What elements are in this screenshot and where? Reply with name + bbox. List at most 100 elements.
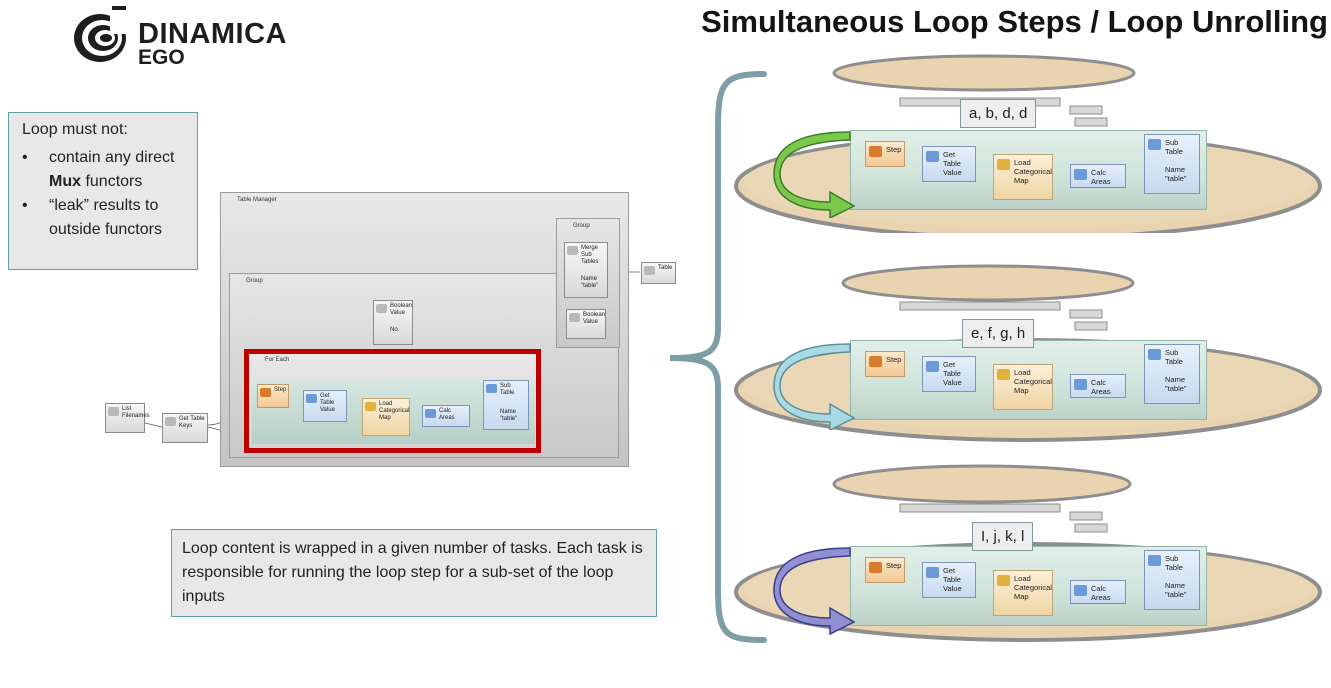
merge-name-key: Name [581,276,598,282]
merge-label-line1: Merge [581,245,599,251]
slide-title: Simultaneous Loop Steps / Loop Unrolling [701,4,1328,39]
constraint-text: “leak” results to outside functors [49,197,162,238]
gtv-label-line2: Value [320,407,335,413]
task-lcm-line3: Map [1014,386,1029,395]
group-right-title: Group [573,223,590,229]
task-gtv-line2: Value [943,168,962,177]
task-sub-table-label: Sub Table [1165,554,1183,572]
loop-tasks-text: Loop content is wrapped in a given numbe… [182,540,643,605]
task-gtv-line1: Get Table [943,566,961,584]
task-sub-table-name-key: Name [1165,165,1186,174]
task-lcm-line3: Map [1014,176,1029,185]
step-icon [869,356,882,367]
table-icon [644,266,655,275]
cube-icon [1074,585,1087,596]
cube-icon [1148,349,1161,360]
sub-table-node[interactable]: Sub Table Name"table" [483,380,529,430]
lcm-label-line3: Map [379,415,391,421]
task-sub-table-label: Sub Table [1165,348,1183,366]
task-calc-areas-node[interactable]: Calc Areas [1070,374,1126,398]
sub-table-label: Sub Table [500,383,515,396]
task-lcm-line2: Categorical [1014,167,1052,176]
task-lcm-line1: Load [1014,574,1031,583]
logo-word-dinamica: DINAMICA [138,18,287,50]
cube-icon [1148,139,1161,150]
boolean2-label-line2: Value [583,319,598,325]
task-step-node[interactable]: Step [865,351,905,377]
cube-icon [425,409,436,418]
sub-table-name-label: Name"table" [500,409,526,423]
task-calc-areas-node[interactable]: Calc Areas [1070,164,1126,188]
task-step-label: Step [886,355,902,364]
task-calc-areas-label: Calc Areas [1091,168,1111,186]
step-icon [869,146,882,157]
task-sub-table-name-key: Name [1165,375,1186,384]
for-each-title: For Each [265,357,290,363]
curly-brace [669,71,767,643]
table-output-node[interactable]: Table [641,262,676,284]
cube-icon [1074,379,1087,390]
task-lcm-line3: Map [1014,592,1029,601]
list-icon [108,407,119,416]
folder-icon [997,575,1010,586]
constraint-text-suffix: functors [81,173,143,190]
sub-table-name-value: "table" [500,416,518,422]
task-sub-table-name-value: "table" [1165,174,1187,183]
table-manager-title: Table Manager [237,197,277,203]
calc-areas-node[interactable]: Calc Areas [422,405,470,427]
loop-constraints-note: Loop must not: contain any direct Mux fu… [8,112,198,270]
lcm-label-line2: Categorical [379,408,410,414]
folder-icon [365,402,376,411]
step-node[interactable]: Step [257,384,289,408]
task-lcm-line2: Categorical [1014,377,1052,386]
boolean-icon [376,304,387,313]
task-sub-table-label: Sub Table [1165,138,1183,156]
constraint-bold-text: Mux [49,173,81,190]
merge-name-label: Name"table" [581,276,605,290]
task-step-node[interactable]: Step [865,141,905,167]
task-inputs-label: a, b, d, d [960,99,1037,128]
lcm-label-line1: Load [379,401,393,407]
keys-label-line2: Keys [179,423,193,429]
folder-icon [997,159,1010,170]
cube-icon [926,361,939,372]
sub-table-name-key: Name [500,409,517,415]
keys-label-line1: Get Table [179,416,205,422]
group-title: Group [246,278,263,284]
task-sub-table-name-value: "table" [1165,384,1187,393]
list-label-line2: Filenames [122,413,150,419]
loop-arrow-icon [773,547,856,636]
table-output-label: Table [658,265,673,271]
loop-arrow-icon [773,343,856,430]
task-sub-table-name-key: Name [1165,581,1186,590]
boolean-no-value: No [390,327,398,333]
task-step-node[interactable]: Step [865,557,905,583]
dinamica-ego-logo: DINAMICA EGO [72,4,312,70]
task-calc-areas-label: Calc Areas [1091,584,1111,602]
constraint-text: contain any direct [49,149,175,166]
task-lcm-line2: Categorical [1014,583,1052,592]
constraint-item: contain any direct Mux functors [19,146,195,194]
task-calc-areas-node[interactable]: Calc Areas [1070,580,1126,604]
boolean-icon [569,313,580,322]
